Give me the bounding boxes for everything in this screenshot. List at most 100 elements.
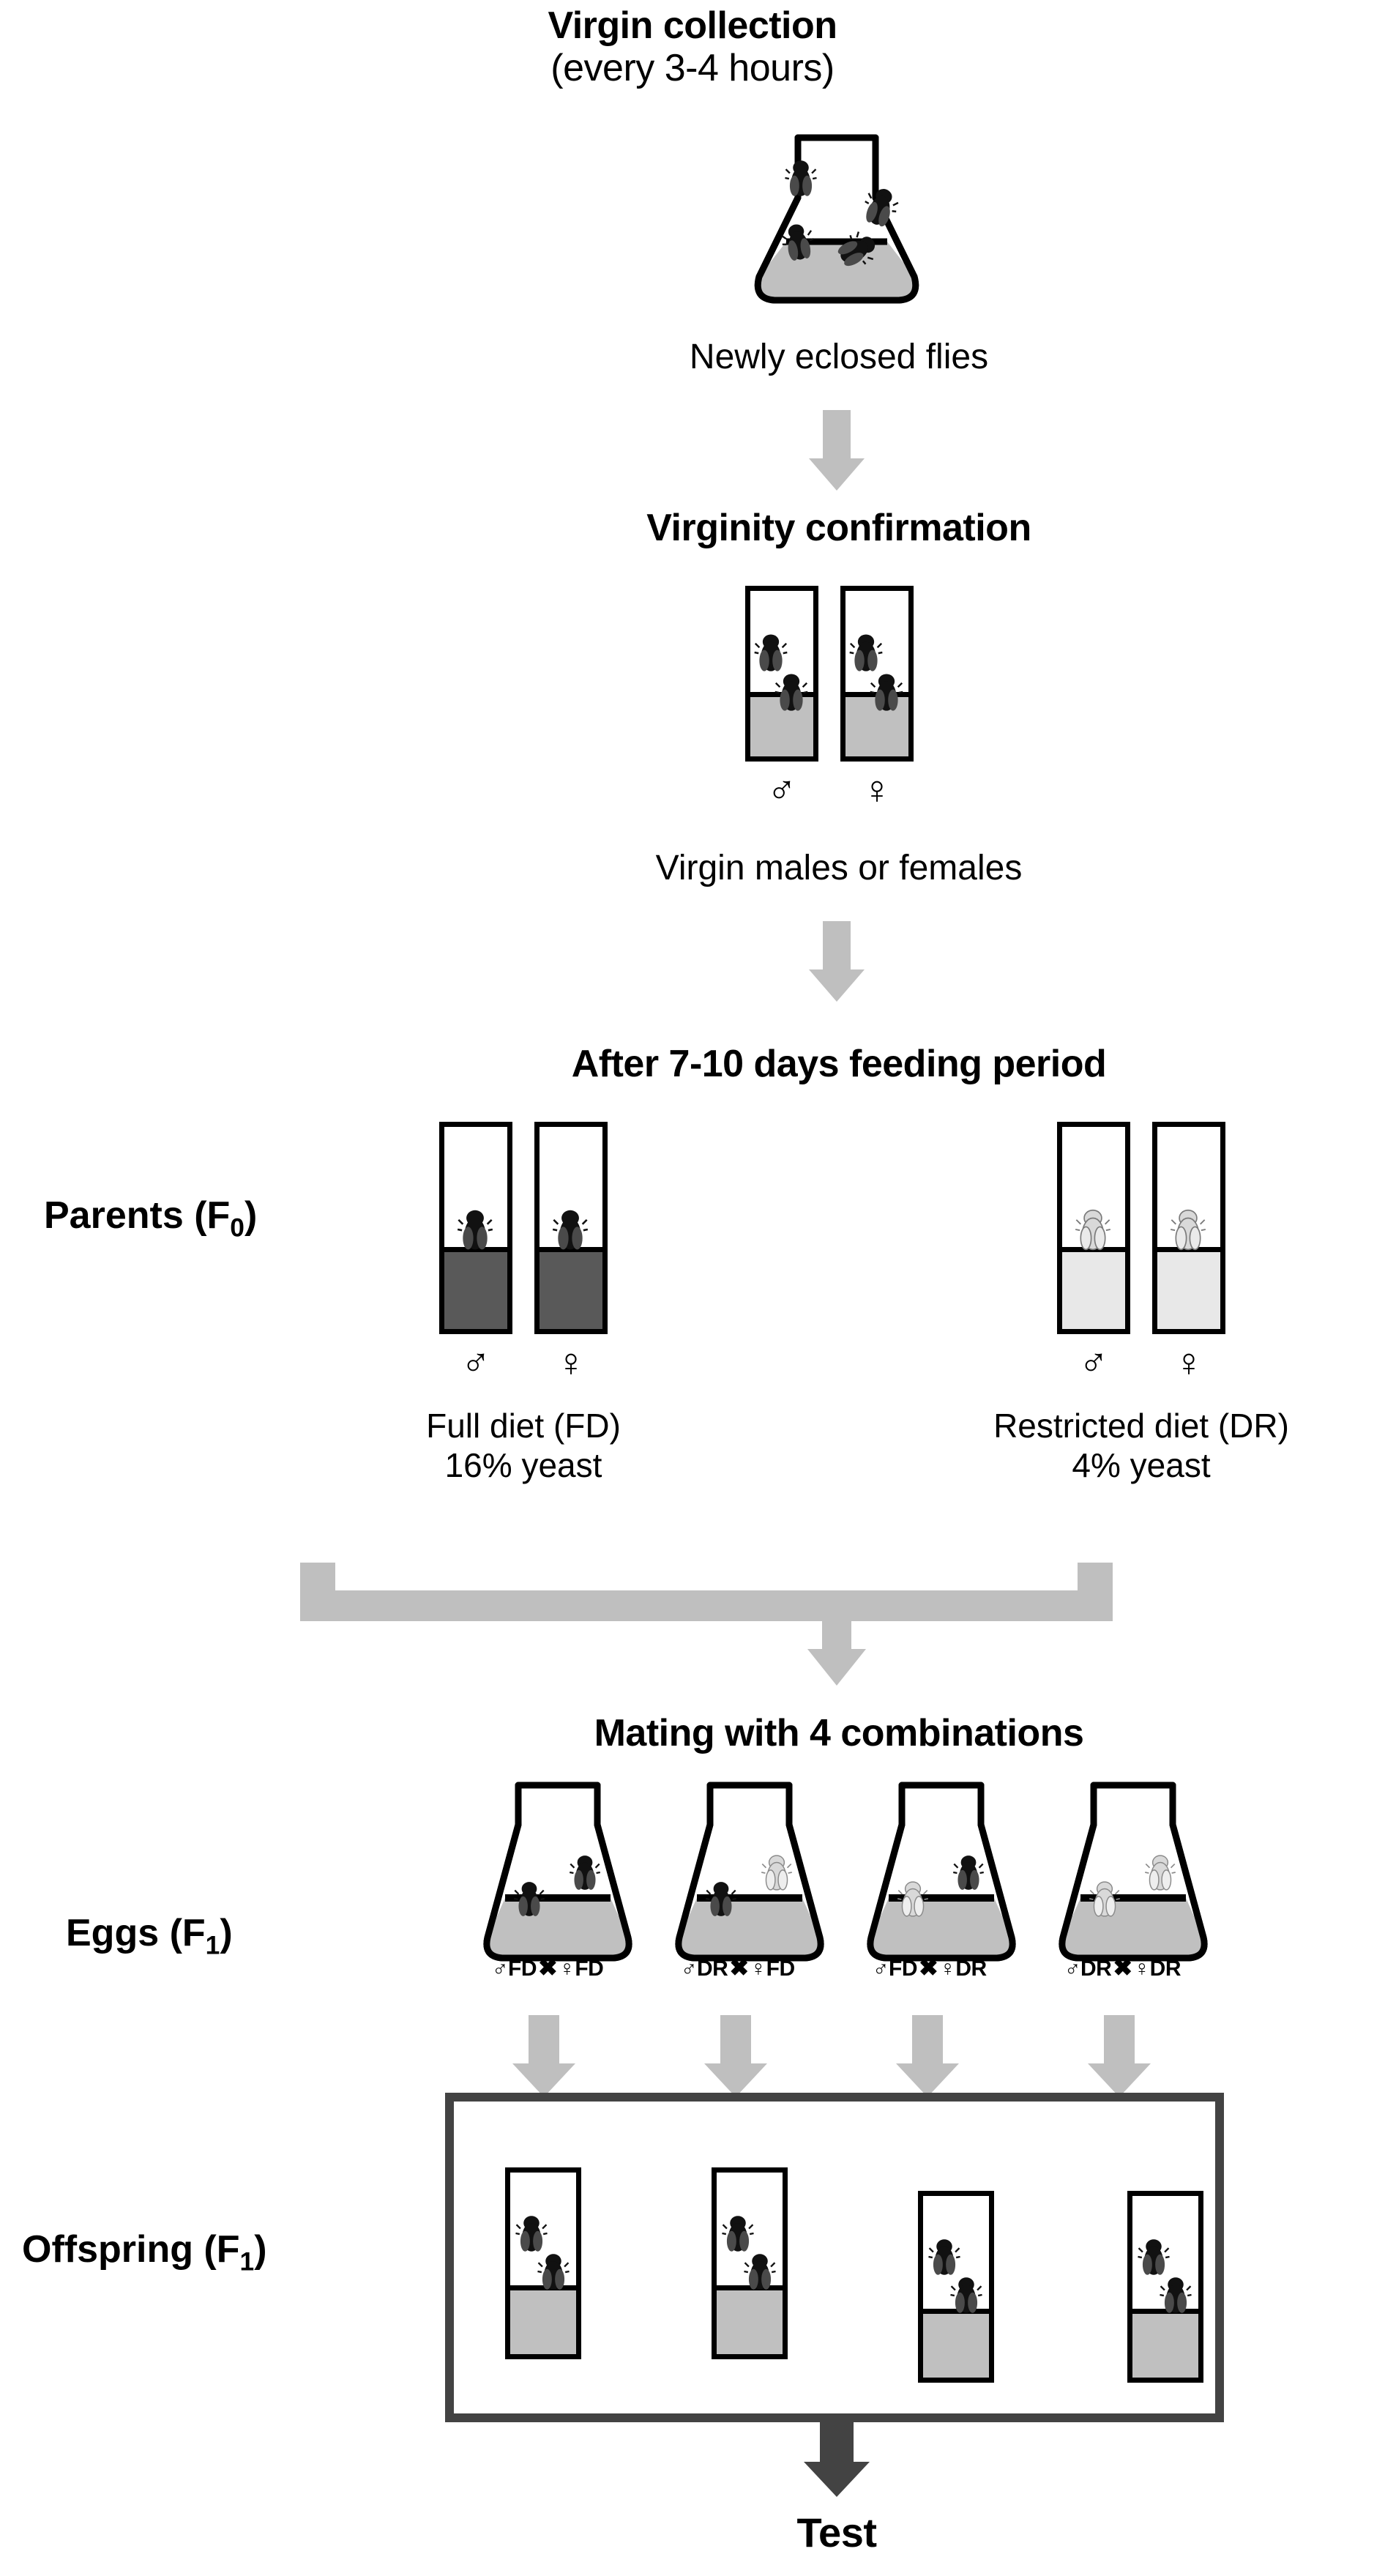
full-diet-label-line1: Full diet (FD) bbox=[426, 1407, 621, 1445]
fly-icon bbox=[744, 2251, 776, 2292]
row-label-eggs: Eggs (F1) bbox=[66, 1911, 233, 1960]
virgin-collection-title-line2: (every 3-4 hours) bbox=[550, 47, 835, 90]
fly-icon bbox=[761, 1853, 792, 1892]
restricted-diet-label-line1: Restricted diet (DR) bbox=[993, 1407, 1289, 1445]
vial-medium-light bbox=[1062, 1247, 1125, 1329]
fly-icon bbox=[457, 1207, 493, 1252]
fly-icon bbox=[897, 1879, 928, 1918]
fly-icon bbox=[1170, 1207, 1206, 1252]
parent-vial-fd-male bbox=[439, 1122, 512, 1334]
row-label-eggs-tail: ) bbox=[220, 1912, 233, 1954]
virgin-collection-title-line1: Virgin collection bbox=[548, 4, 837, 47]
vial-medium bbox=[717, 2285, 783, 2354]
fly-icon bbox=[722, 2213, 754, 2254]
male-symbol: ♂ bbox=[460, 1341, 491, 1385]
offspring-vial-3 bbox=[918, 2191, 994, 2383]
parents-to-mating-bracket bbox=[300, 1563, 1113, 1621]
fly-icon bbox=[778, 219, 817, 265]
virginity-vial-female bbox=[840, 586, 914, 762]
fly-icon bbox=[1138, 2236, 1170, 2277]
offspring-vial-2 bbox=[712, 2167, 788, 2359]
cross-operator: ✖ bbox=[538, 1954, 558, 1981]
vial-medium-dark bbox=[444, 1247, 507, 1329]
test-label: Test bbox=[796, 2509, 878, 2555]
mating-title: Mating with 4 combinations bbox=[594, 1712, 1084, 1754]
female-symbol: ♀ bbox=[556, 1341, 586, 1385]
row-label-eggs-sub: 1 bbox=[205, 1931, 220, 1960]
cross-female-diet: FD bbox=[575, 1957, 604, 1981]
fly-icon bbox=[870, 671, 903, 713]
fly-icon bbox=[950, 2274, 982, 2315]
mating-flask-1 bbox=[477, 1781, 638, 1964]
cross-operator: ✖ bbox=[1113, 1954, 1132, 1981]
female-symbol: ♀ bbox=[1173, 1341, 1204, 1385]
fly-icon bbox=[1089, 1879, 1120, 1918]
flow-arrow-down-dark bbox=[804, 2416, 870, 2497]
row-label-eggs-text: Eggs (F bbox=[66, 1912, 206, 1954]
vial-medium-dark bbox=[540, 1247, 602, 1329]
row-label-parents-tail: ) bbox=[244, 1194, 258, 1237]
virginity-confirmation-title: Virginity confirmation bbox=[646, 507, 1031, 549]
row-label-offspring: Offspring (F1) bbox=[22, 2227, 267, 2277]
cross-female-diet: DR bbox=[955, 1957, 987, 1981]
newly-eclosed-caption: Newly eclosed flies bbox=[689, 338, 989, 376]
vial-medium bbox=[923, 2309, 989, 2378]
vial-medium bbox=[510, 2285, 576, 2354]
cross-male-diet: DR bbox=[1080, 1957, 1112, 1981]
cross-male-diet: DR bbox=[697, 1957, 728, 1981]
cross-female-diet: DR bbox=[1149, 1957, 1181, 1981]
cross-male-symbol: ♂ bbox=[873, 1957, 889, 1981]
row-label-offspring-sub: 1 bbox=[239, 2247, 255, 2277]
mating-flask-3 bbox=[861, 1781, 1022, 1964]
virgin-males-females-caption: Virgin males or females bbox=[655, 849, 1023, 887]
flow-arrow-down bbox=[807, 1605, 866, 1686]
full-diet-label: Full diet (FD) 16% yeast bbox=[304, 1406, 743, 1486]
cross-label-1: ♂FD✖♀FD bbox=[492, 1954, 604, 1981]
fly-icon bbox=[858, 181, 903, 231]
cross-male-symbol: ♂ bbox=[1064, 1957, 1081, 1981]
restricted-diet-label-line2: 4% yeast bbox=[1072, 1446, 1211, 1485]
cross-label-2: ♂DR✖♀FD bbox=[681, 1954, 795, 1981]
row-label-parents-text: Parents (F bbox=[44, 1194, 231, 1237]
female-symbol: ♀ bbox=[862, 768, 892, 812]
flow-arrow-down bbox=[896, 2015, 959, 2097]
cross-male-diet: FD bbox=[889, 1957, 918, 1981]
vial-medium-light bbox=[1157, 1247, 1220, 1329]
cross-female-symbol: ♀ bbox=[1133, 1957, 1151, 1981]
full-diet-label-line2: 16% yeast bbox=[444, 1446, 602, 1485]
mating-flask-4 bbox=[1053, 1781, 1214, 1964]
fly-icon bbox=[785, 157, 817, 198]
fly-icon bbox=[552, 1207, 589, 1252]
cross-label-4: ♂DR✖♀DR bbox=[1064, 1954, 1181, 1981]
cross-female-symbol: ♀ bbox=[939, 1957, 956, 1981]
flow-arrow-down bbox=[512, 2015, 575, 2097]
row-label-parents-sub: 0 bbox=[230, 1213, 244, 1243]
restricted-diet-label: Restricted diet (DR) 4% yeast bbox=[922, 1406, 1361, 1486]
fly-icon bbox=[1145, 1853, 1176, 1892]
fly-icon bbox=[515, 2213, 548, 2254]
male-symbol: ♂ bbox=[766, 768, 797, 812]
fly-icon bbox=[514, 1879, 545, 1918]
flow-arrow-down bbox=[809, 410, 865, 491]
fly-icon bbox=[537, 2251, 570, 2292]
virgin-collection-title: Virgin collection (every 3-4 hours) bbox=[473, 4, 912, 89]
cross-female-symbol: ♀ bbox=[750, 1957, 767, 1981]
mating-flask-2 bbox=[669, 1781, 830, 1964]
flow-arrow-down bbox=[1088, 2015, 1151, 2097]
flow-arrow-down bbox=[809, 921, 865, 1002]
male-symbol: ♂ bbox=[1078, 1341, 1109, 1385]
cross-female-diet: FD bbox=[766, 1957, 796, 1981]
fly-icon bbox=[706, 1879, 736, 1918]
fly-icon bbox=[570, 1853, 600, 1892]
parent-vial-fd-female bbox=[534, 1122, 608, 1334]
fly-icon bbox=[953, 1853, 984, 1892]
feeding-period-title: After 7-10 days feeding period bbox=[571, 1043, 1107, 1085]
fly-icon bbox=[774, 671, 808, 713]
cross-male-symbol: ♂ bbox=[492, 1957, 509, 1981]
fly-icon bbox=[1160, 2274, 1192, 2315]
row-label-offspring-tail: ) bbox=[254, 2228, 267, 2271]
row-label-parents: Parents (F0) bbox=[44, 1194, 257, 1243]
fly-icon bbox=[928, 2236, 960, 2277]
cross-operator: ✖ bbox=[919, 1954, 938, 1981]
